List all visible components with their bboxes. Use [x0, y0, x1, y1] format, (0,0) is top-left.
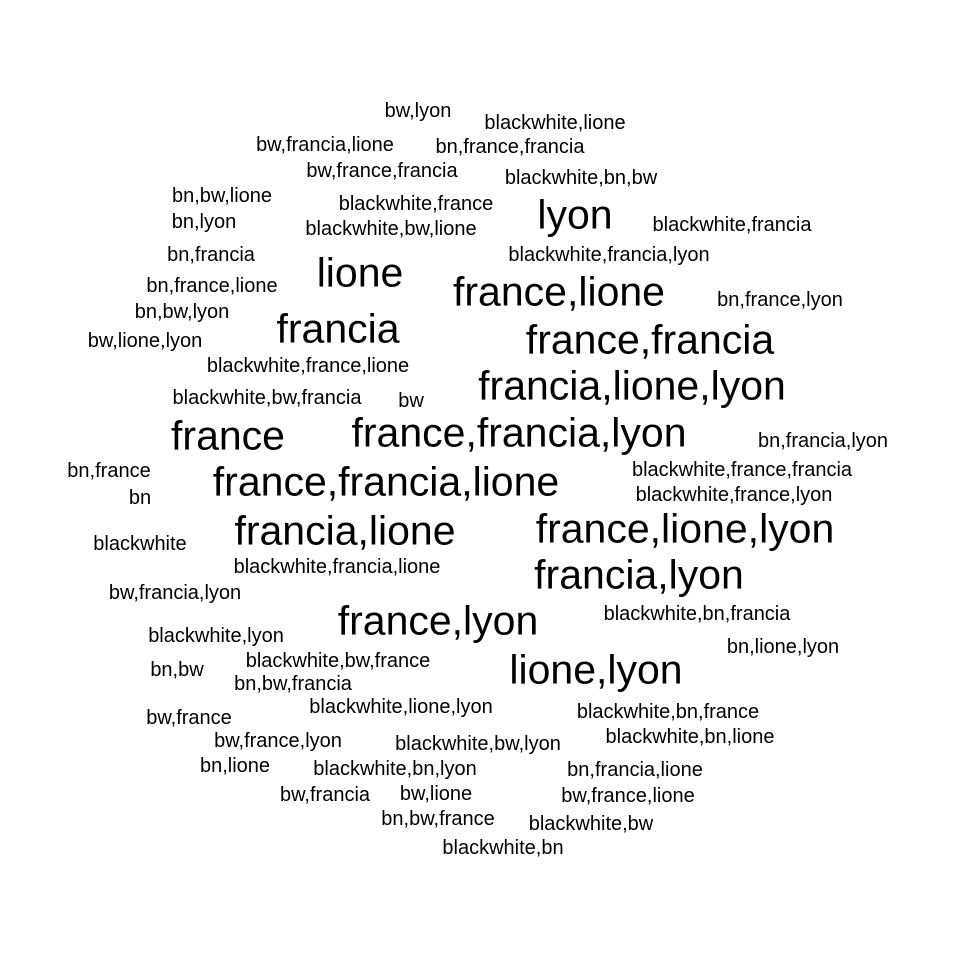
word: blackwhite,bw,francia [172, 387, 362, 409]
word: france,francia,lione [212, 458, 560, 505]
word: blackwhite,bn,francia [603, 603, 791, 625]
word: bn,francia,lione [567, 759, 703, 781]
word: bn,bw [150, 659, 204, 681]
word: bw,france [146, 707, 232, 729]
word: bn,france,francia [435, 136, 585, 158]
word: bn,bw,lyon [134, 301, 230, 323]
word: bn,bw,francia [234, 673, 352, 695]
word: bw,france,francia [306, 160, 458, 182]
word: blackwhite,france [338, 193, 494, 215]
word: bn,francia,lyon [757, 430, 889, 452]
word: bn,france,lyon [717, 289, 843, 311]
word: bn,lione [199, 755, 271, 777]
word: blackwhite,bn,lyon [313, 758, 477, 780]
word: blackwhite,bw,france [245, 650, 431, 672]
word: bw,lyon [384, 100, 452, 122]
word: lione [316, 249, 404, 296]
word: blackwhite,bn,lione [605, 726, 775, 748]
word: blackwhite,francia,lyon [508, 244, 710, 266]
word: blackwhite,bn,bw [504, 167, 658, 189]
word: blackwhite,bw,lyon [395, 733, 561, 755]
word: france,francia,lyon [351, 409, 687, 456]
word: blackwhite,bw,lione [305, 218, 477, 240]
word: bw,francia [279, 784, 371, 806]
word: bw,francia,lione [256, 134, 394, 156]
word: blackwhite,france,lyon [635, 484, 833, 506]
word: bn,bw,lione [171, 185, 273, 207]
word: blackwhite,bw [528, 813, 654, 835]
word: bw,france,lyon [214, 730, 342, 752]
word: france,lyon [337, 597, 539, 644]
word: blackwhite [93, 533, 187, 555]
word: bw [398, 390, 424, 412]
word: bn,lione,lyon [726, 636, 840, 658]
word: lione,lyon [509, 646, 683, 693]
word: bw,lione,lyon [87, 330, 203, 352]
word: bn,france [67, 460, 151, 482]
word: bn,france,lione [146, 275, 278, 297]
word: blackwhite,france,lione [206, 355, 410, 377]
word: bn,lyon [171, 211, 237, 233]
word: france,lione,lyon [535, 505, 835, 552]
word: blackwhite,francia [652, 214, 812, 236]
word: bw,lione [399, 783, 473, 805]
word: bn,francia [167, 244, 255, 266]
word: blackwhite,francia,lione [233, 556, 441, 578]
word: lyon [537, 191, 613, 238]
word: blackwhite,lione,lyon [309, 696, 493, 718]
word: blackwhite,france,francia [631, 459, 853, 481]
word: france,francia [525, 316, 775, 363]
word: blackwhite,lione [484, 112, 626, 134]
word: bw,france,lione [561, 785, 695, 807]
word: bn [128, 487, 152, 509]
word: bw,francia,lyon [108, 582, 242, 604]
word: francia [276, 305, 400, 352]
word: france [171, 412, 285, 459]
word: blackwhite,bn [442, 837, 564, 859]
word: bn,bw,france [381, 808, 495, 830]
word: francia,lione [234, 507, 456, 554]
word: blackwhite,bn,france [576, 701, 760, 723]
word: blackwhite,lyon [148, 625, 284, 647]
word: francia,lyon [534, 551, 744, 598]
word: france,lione [453, 268, 665, 315]
word: francia,lione,lyon [478, 362, 786, 409]
